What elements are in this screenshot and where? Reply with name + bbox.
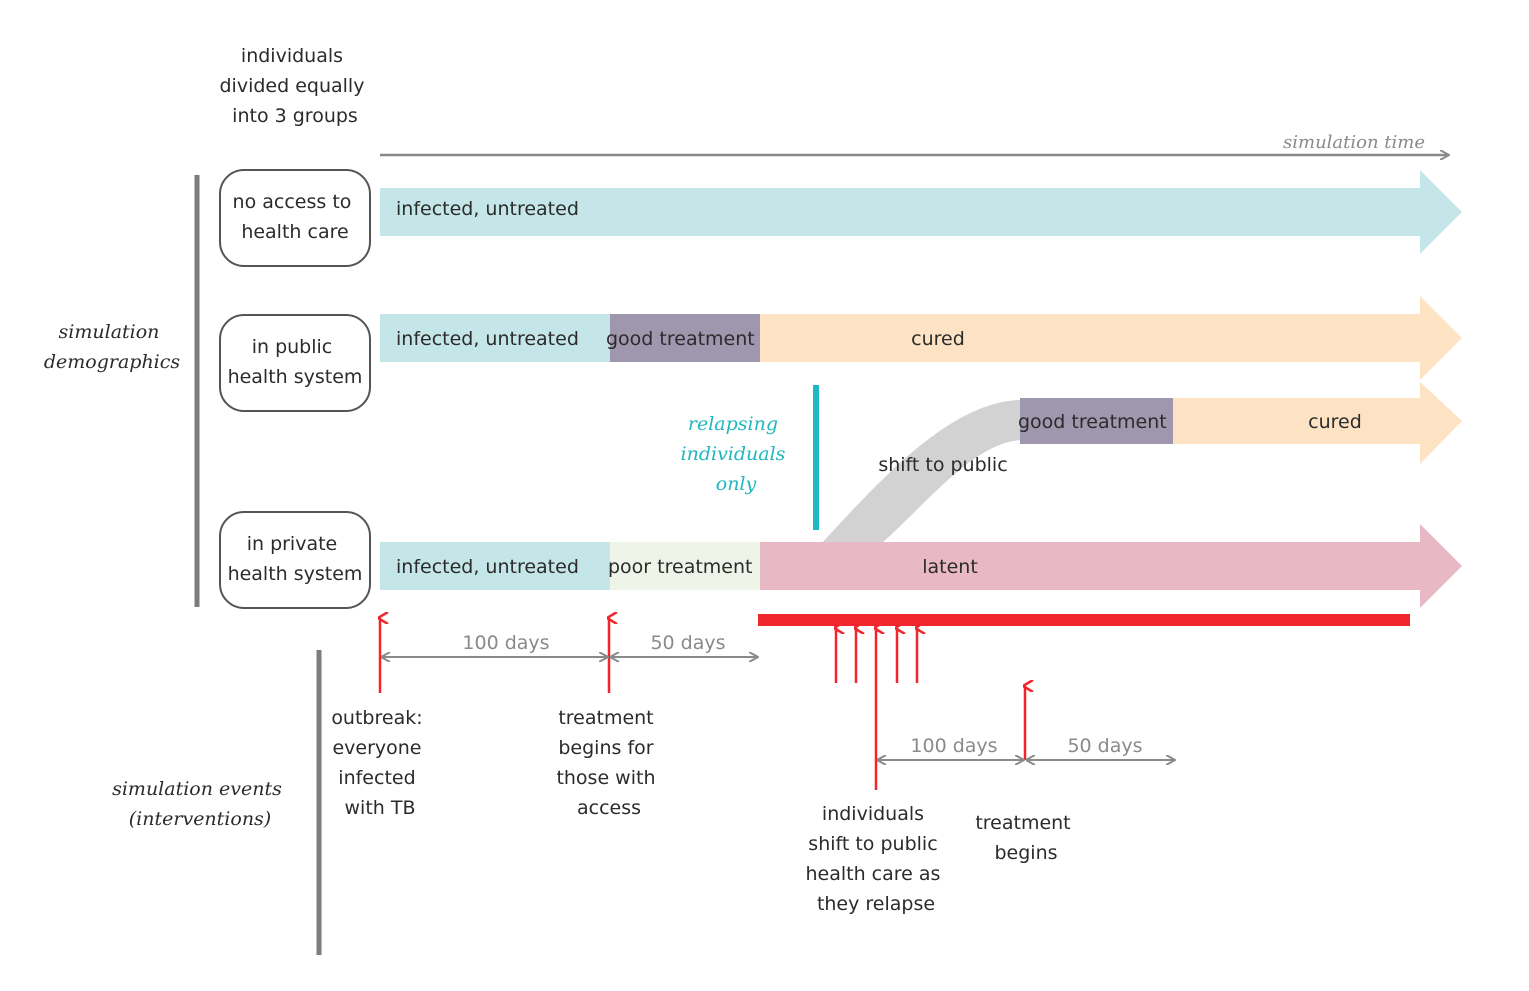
group-box-public [219,314,371,412]
row-relapse-cured-label: cured [1308,411,1362,433]
row-relapse-good-treatment-label: good treatment [1018,411,1167,433]
duration-label-50-days: 50 days [650,632,725,654]
relapse-window-bar [758,614,1410,626]
group-box-private [219,511,371,609]
row-private-poor-treatment-segment [610,542,760,590]
group-label-private: in private health system [228,533,363,585]
row-private-untreated-label: infected, untreated [396,556,579,578]
row-public-good-treatment-segment [610,314,760,362]
relapse-duration-label-100-days: 100 days [910,735,997,757]
row-no-access-arrow [380,170,1462,254]
shift-to-public-band [820,400,1060,545]
row-private-latent-arrow [760,524,1462,608]
shift-to-public-label: shift to public [878,454,1007,476]
row-relapse-good-treatment-segment [1020,398,1173,444]
row-public-cured-arrow [760,296,1462,380]
row-private-poor-treatment-label: poor treatment [608,556,752,578]
group-box-no-access [219,169,371,267]
row-public-untreated-segment [380,314,610,362]
events-label: simulation events (interventions) [112,778,288,830]
row-private-latent-label: latent [922,556,978,578]
relapse-shift-caption: individuals shift to public health care … [806,803,947,915]
group-label-no-access: no access to health care [233,191,358,243]
row-relapse-cured-arrow [1173,382,1462,464]
group-label-public: in public health system [228,336,363,388]
relapse-duration-label-50-days: 50 days [1067,735,1142,757]
groups-note: individuals divided equally into 3 group… [220,45,371,127]
relapse-note: relapsing individuals only [681,413,792,495]
row-public-untreated-label: infected, untreated [396,328,579,350]
treatment-begins-caption: treatment begins for those with access [556,707,661,819]
row-public-good-treatment-label: good treatment [606,328,755,350]
row-no-access-untreated: infected, untreated [396,198,579,220]
duration-label-100-days: 100 days [462,632,549,654]
outbreak-caption: outbreak: everyone infected with TB [331,707,428,819]
relapse-treatment-caption: treatment begins [975,812,1076,864]
row-public-cured-label: cured [911,328,965,350]
demographics-label: simulation demographics [44,321,181,373]
time-axis-label: simulation time [1283,132,1425,153]
row-private-untreated-segment [380,542,610,590]
